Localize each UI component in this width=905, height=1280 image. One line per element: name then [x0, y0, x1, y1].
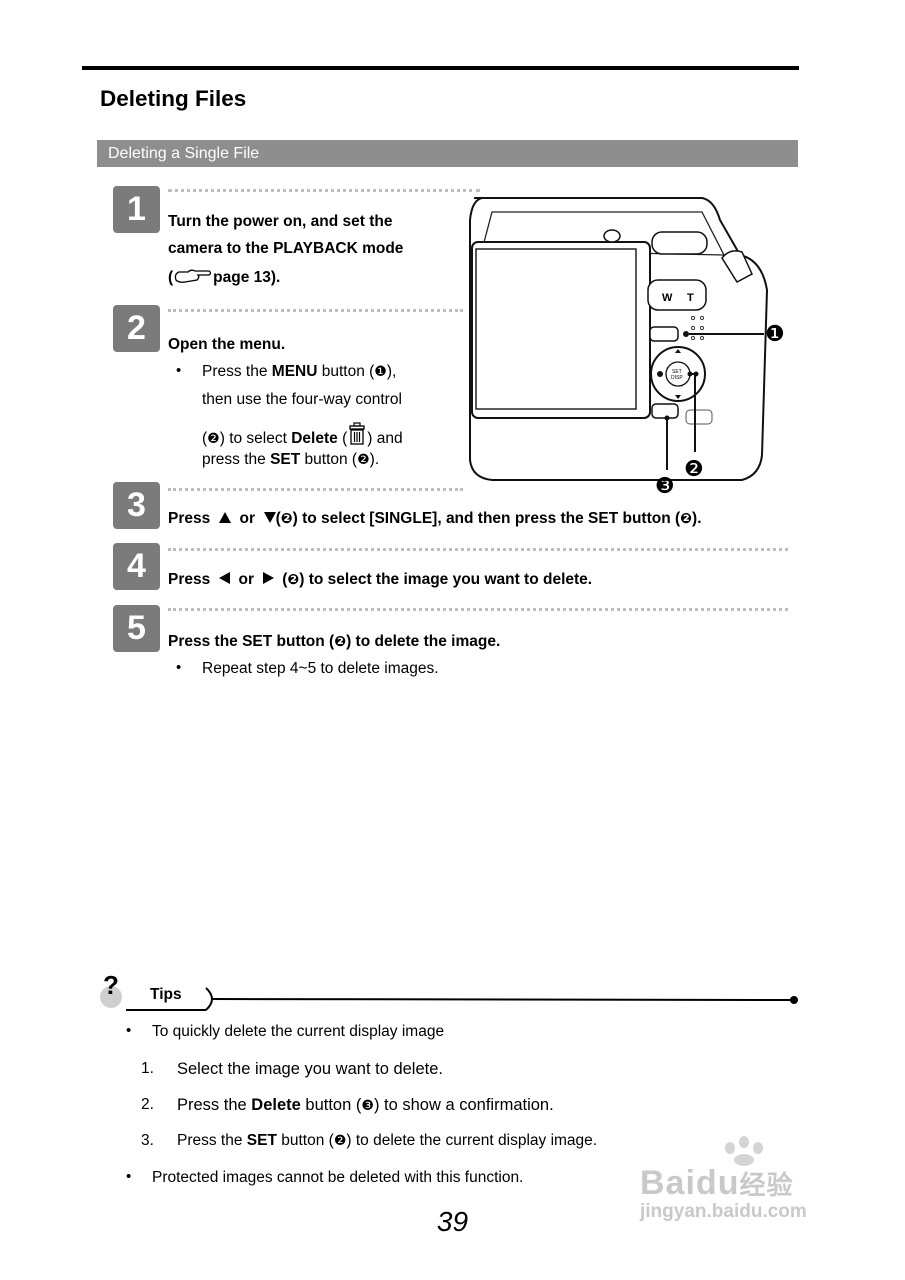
trash-icon: [349, 422, 365, 445]
zoom-t-label: T: [687, 292, 694, 304]
watermark-brand-2: du: [695, 1164, 740, 1202]
disp-label-drawing: DISP: [671, 375, 683, 381]
tip-item-2: Press the Delete button (❸) to show a co…: [177, 1096, 554, 1114]
baidu-watermark: Baidu经验 jingyan.baidu.com: [640, 1136, 807, 1222]
step-2-bullet-line-1: Press the MENU button (❶),: [202, 363, 397, 380]
step-badge-1: 1: [113, 186, 160, 233]
down-arrow-icon: [263, 512, 276, 523]
tip-bullet-2: Protected images cannot be deleted with …: [152, 1169, 524, 1186]
dotted-divider: [168, 548, 788, 551]
step-badge-2: 2: [113, 305, 160, 352]
watermark-cn: 经验: [739, 1170, 794, 1200]
step-1-line-3: ( page 13).: [168, 267, 280, 287]
bullet-dot: •: [126, 1022, 132, 1039]
dotted-divider: [168, 309, 463, 312]
callout-1: ❶: [765, 322, 785, 347]
page-title: Deleting Files: [100, 86, 247, 111]
tip-item-number: 2.: [141, 1096, 154, 1113]
watermark-brand: Bai: [640, 1164, 696, 1202]
step-5-bullet: Repeat step 4~5 to delete images.: [202, 660, 439, 677]
menu-button-drawing: [649, 326, 679, 342]
paw-icon: [725, 1136, 763, 1166]
tips-rule: [126, 987, 798, 1011]
step-1-line-2: camera to the PLAYBACK mode: [168, 240, 404, 257]
tip-item-number: 3.: [141, 1132, 154, 1149]
step-5-text: Press the SET button (❷) to delete the i…: [168, 633, 501, 650]
set-label-drawing: SET: [672, 369, 682, 375]
ref-open-paren: (: [168, 269, 174, 286]
dotted-divider: [168, 189, 480, 192]
step-3-text: Press or (❷) to select [SINGLE], and the…: [168, 510, 702, 527]
pointing-hand-icon: [174, 269, 212, 283]
left-arrow-icon: [218, 572, 230, 584]
delete-button-drawing: [651, 403, 679, 419]
step-badge-4: 4: [113, 543, 160, 590]
step-2-bullet-line-3: (❷) to select Delete ( ) and: [202, 422, 403, 448]
camera-illustration: W T SET DISP ❶ ❷ ❸: [469, 197, 785, 499]
watermark-url: jingyan.baidu.com: [640, 1201, 807, 1222]
tips-label: Tips: [150, 986, 182, 1003]
zoom-w-label: W: [662, 292, 673, 304]
step-4-text: Press or (❷) to select the image you wan…: [168, 571, 593, 588]
tips-question-icon: ?: [98, 970, 128, 1008]
bullet-dot: •: [176, 659, 182, 676]
page-reference-link[interactable]: page 13).: [213, 269, 281, 286]
step-1-line-1: Turn the power on, and set the: [168, 213, 393, 230]
tip-item-number: 1.: [141, 1060, 154, 1077]
dotted-divider: [168, 488, 463, 491]
step-badge-5: 5: [113, 605, 160, 652]
dotted-divider: [168, 608, 788, 611]
bullet-dot: •: [176, 362, 182, 379]
up-arrow-icon: [218, 512, 231, 523]
step-2-title: Open the menu.: [168, 336, 286, 353]
step-badge-3: 3: [113, 482, 160, 529]
top-rule: [82, 66, 799, 70]
tip-item-3: Press the SET button (❷) to delete the c…: [177, 1132, 598, 1149]
step-2-bullet-line-4: press the SET button (❷).: [202, 451, 380, 468]
section-header: Deleting a Single File: [97, 140, 798, 167]
callout-2: ❷: [684, 457, 704, 482]
bullet-dot: •: [126, 1168, 132, 1185]
callout-3: ❸: [655, 474, 675, 499]
tip-bullet-1: To quickly delete the current display im…: [152, 1023, 445, 1040]
tip-item-1: Select the image you want to delete.: [177, 1060, 443, 1078]
step-2-bullet-line-2: then use the four-way control: [202, 391, 402, 408]
page-number: 39: [436, 1206, 469, 1237]
right-arrow-icon: [262, 572, 274, 584]
